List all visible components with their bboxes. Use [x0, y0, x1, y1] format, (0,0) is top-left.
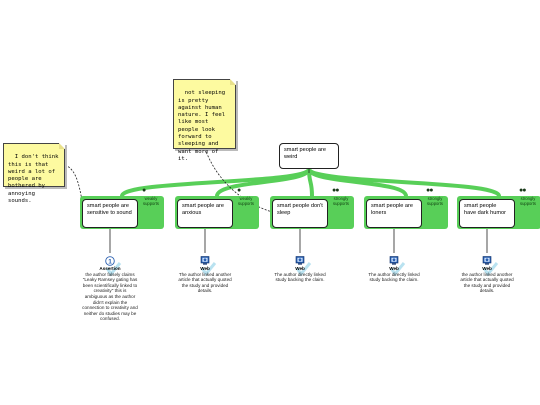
root-claim[interactable]: smart people are weird	[279, 143, 339, 169]
check-mark-icon	[105, 262, 122, 277]
source-type-label: Web	[389, 266, 399, 271]
note-top-text: not sleeping is pretty against human nat…	[178, 90, 229, 162]
support-relation-label: strongly supports	[332, 196, 350, 206]
source-description: The author directly linked study backing…	[368, 271, 420, 283]
reason-claim-text: smart people are loners	[371, 203, 413, 216]
reason-claim[interactable]: smart people are loners	[366, 199, 422, 228]
reason-claim-text: smart people don't sleep	[277, 203, 323, 216]
support-connector	[307, 167, 501, 198]
source-description: the author falsely claims "Leaky Ramsey …	[82, 271, 138, 322]
evidence-source: Web The author linked another article th…	[177, 266, 233, 294]
support-strength-dots: ●	[142, 187, 146, 194]
support-connector	[215, 167, 311, 198]
evidence-source: Web The author directly linked study bac…	[272, 266, 328, 283]
support-relation-label: strongly supports	[426, 196, 444, 206]
note-top-connector	[204, 148, 273, 213]
source-description: The author directly linked study backing…	[274, 271, 326, 283]
web-icon[interactable]	[389, 253, 399, 265]
evidence-source: Web The author directly linked study bac…	[366, 266, 422, 283]
evidence-source: Web the author linked another article th…	[459, 266, 515, 294]
reason-claim[interactable]: smart people have dark humor	[459, 199, 515, 228]
source-type-label: Assertion	[99, 266, 121, 271]
web-icon[interactable]	[295, 253, 305, 265]
evidence-source: Assertion the author falsely claims "Lea…	[82, 266, 138, 322]
support-relation-label: weakly supports	[142, 196, 160, 206]
web-icon[interactable]	[200, 253, 210, 265]
source-type-label: Web	[200, 266, 210, 271]
support-relation-label: weakly supports	[237, 196, 255, 206]
source-description: the author linked another article that a…	[460, 271, 514, 294]
reason-claim-text: smart people are sensitive to sound	[87, 203, 132, 216]
svg-text:1: 1	[108, 258, 112, 265]
web-icon[interactable]	[482, 253, 492, 265]
root-claim-text: smart people are weird	[284, 147, 326, 160]
source-type-label: Web	[482, 266, 492, 271]
source-description: The author linked another article that a…	[178, 271, 232, 294]
reason-claim[interactable]: smart people are sensitive to sound	[82, 199, 138, 228]
note-left[interactable]: I don't think this is that weird a lot o…	[3, 143, 65, 204]
check-mark-icon	[200, 262, 217, 277]
reason-claim-text: smart people are anxious	[182, 203, 224, 216]
note-fold-icon	[59, 143, 65, 149]
note-top[interactable]: not sleeping is pretty against human nat…	[173, 79, 236, 162]
support-connector	[120, 167, 311, 198]
reason-claim-text: smart people have dark humor	[464, 203, 506, 216]
support-strength-dots: ●	[237, 187, 241, 194]
source-type-label: Web	[295, 266, 305, 271]
check-mark-icon	[482, 262, 499, 277]
check-mark-icon	[389, 262, 406, 277]
support-strength-dots: ●●	[519, 187, 527, 194]
support-strength-dots: ●●	[426, 187, 434, 194]
support-strength-dots: ●●	[332, 187, 340, 194]
note-fold-icon	[230, 79, 236, 85]
reason-claim[interactable]: smart people are anxious	[177, 199, 233, 228]
support-relation-label: strongly supports	[519, 196, 537, 206]
assertion-icon[interactable]: 1	[105, 253, 115, 266]
check-mark-icon	[295, 262, 312, 277]
note-left-text: I don't think this is that weird a lot o…	[8, 154, 62, 205]
reason-claim[interactable]: smart people don't sleep	[272, 199, 328, 228]
